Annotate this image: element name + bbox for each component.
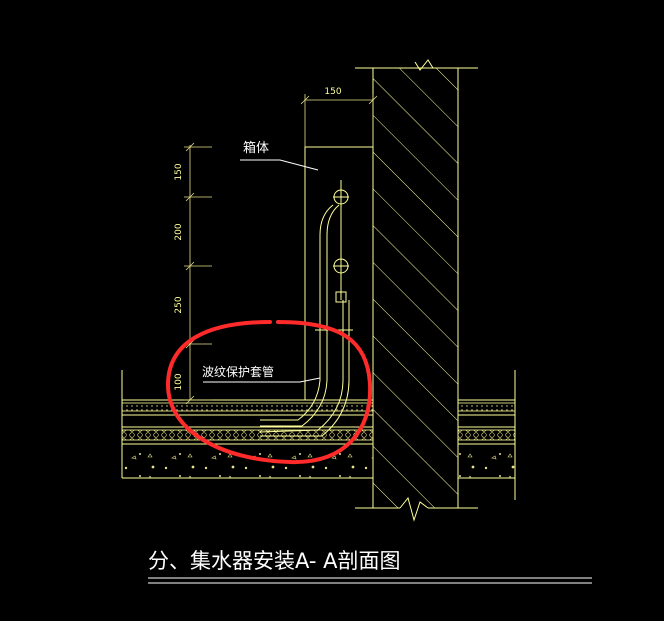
manifold-box (304, 146, 373, 400)
label-box: 箱体 (243, 140, 269, 156)
dim-vertical-2: 200 (174, 223, 184, 240)
floor-layers-right (457, 370, 516, 500)
dim-vertical-3: 250 (174, 296, 184, 313)
floor-layers (121, 370, 374, 479)
dim-vertical-1: 150 (174, 163, 184, 180)
annotation-circle (165, 320, 373, 465)
leaders (203, 159, 321, 383)
pipes (259, 180, 353, 437)
dim-vertical-4: 100 (174, 373, 184, 390)
dim-top-150: 150 (324, 87, 341, 97)
label-sleeve: 波纹保护套管 (202, 364, 274, 379)
drawing-title: 分、集水器安装A- A剖面图 (148, 549, 401, 573)
wall (355, 59, 478, 522)
dimension-top (300, 94, 378, 147)
